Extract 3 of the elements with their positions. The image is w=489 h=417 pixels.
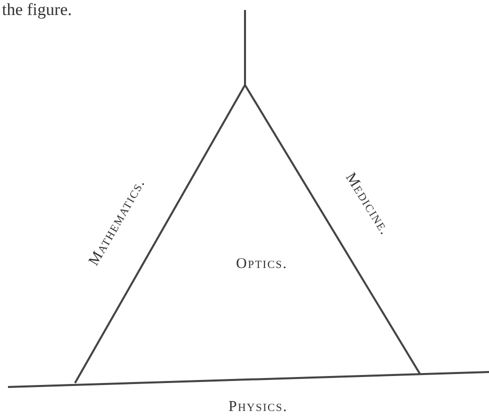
body-text: the figure.: [2, 0, 72, 20]
center-label: Optics.: [236, 256, 288, 272]
base-label: Physics.: [228, 398, 288, 416]
